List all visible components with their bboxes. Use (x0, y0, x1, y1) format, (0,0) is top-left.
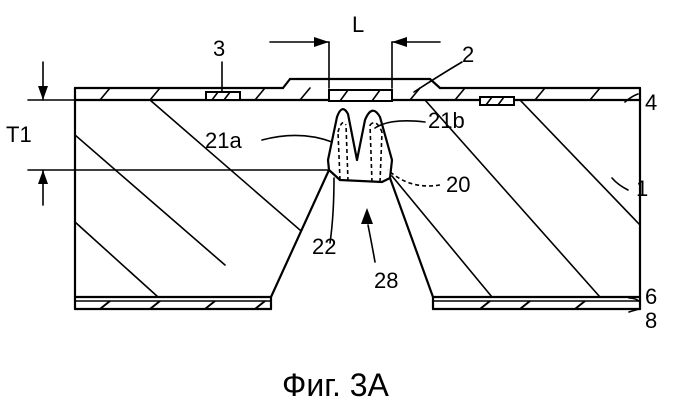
label-28: 28 (374, 268, 398, 293)
dimension-l: L (270, 12, 440, 88)
label-3: 3 (213, 36, 225, 61)
label-20: 20 (446, 172, 470, 197)
label-4: 4 (645, 90, 657, 115)
pad-3 (206, 92, 240, 100)
bumps-20 (328, 109, 392, 182)
dimension-t1-label: T1 (6, 122, 32, 147)
label-21a: 21a (205, 128, 242, 153)
label-21b: 21b (428, 108, 465, 133)
label-22: 22 (312, 234, 336, 259)
pad-right (480, 97, 514, 105)
electrode-2 (329, 90, 392, 101)
label-6: 6 (645, 284, 657, 309)
figure-caption: Фиг. 3A (282, 367, 390, 403)
bottom-layers (75, 297, 640, 309)
tapered-via (271, 170, 433, 297)
label-2: 2 (462, 42, 474, 67)
dimension-t1: T1 (6, 62, 329, 205)
substrate-hatching (75, 100, 330, 297)
label-1: 1 (636, 176, 648, 201)
substrate-body (75, 100, 640, 297)
label-8: 8 (645, 308, 657, 333)
dimension-l-label: L (352, 12, 364, 37)
